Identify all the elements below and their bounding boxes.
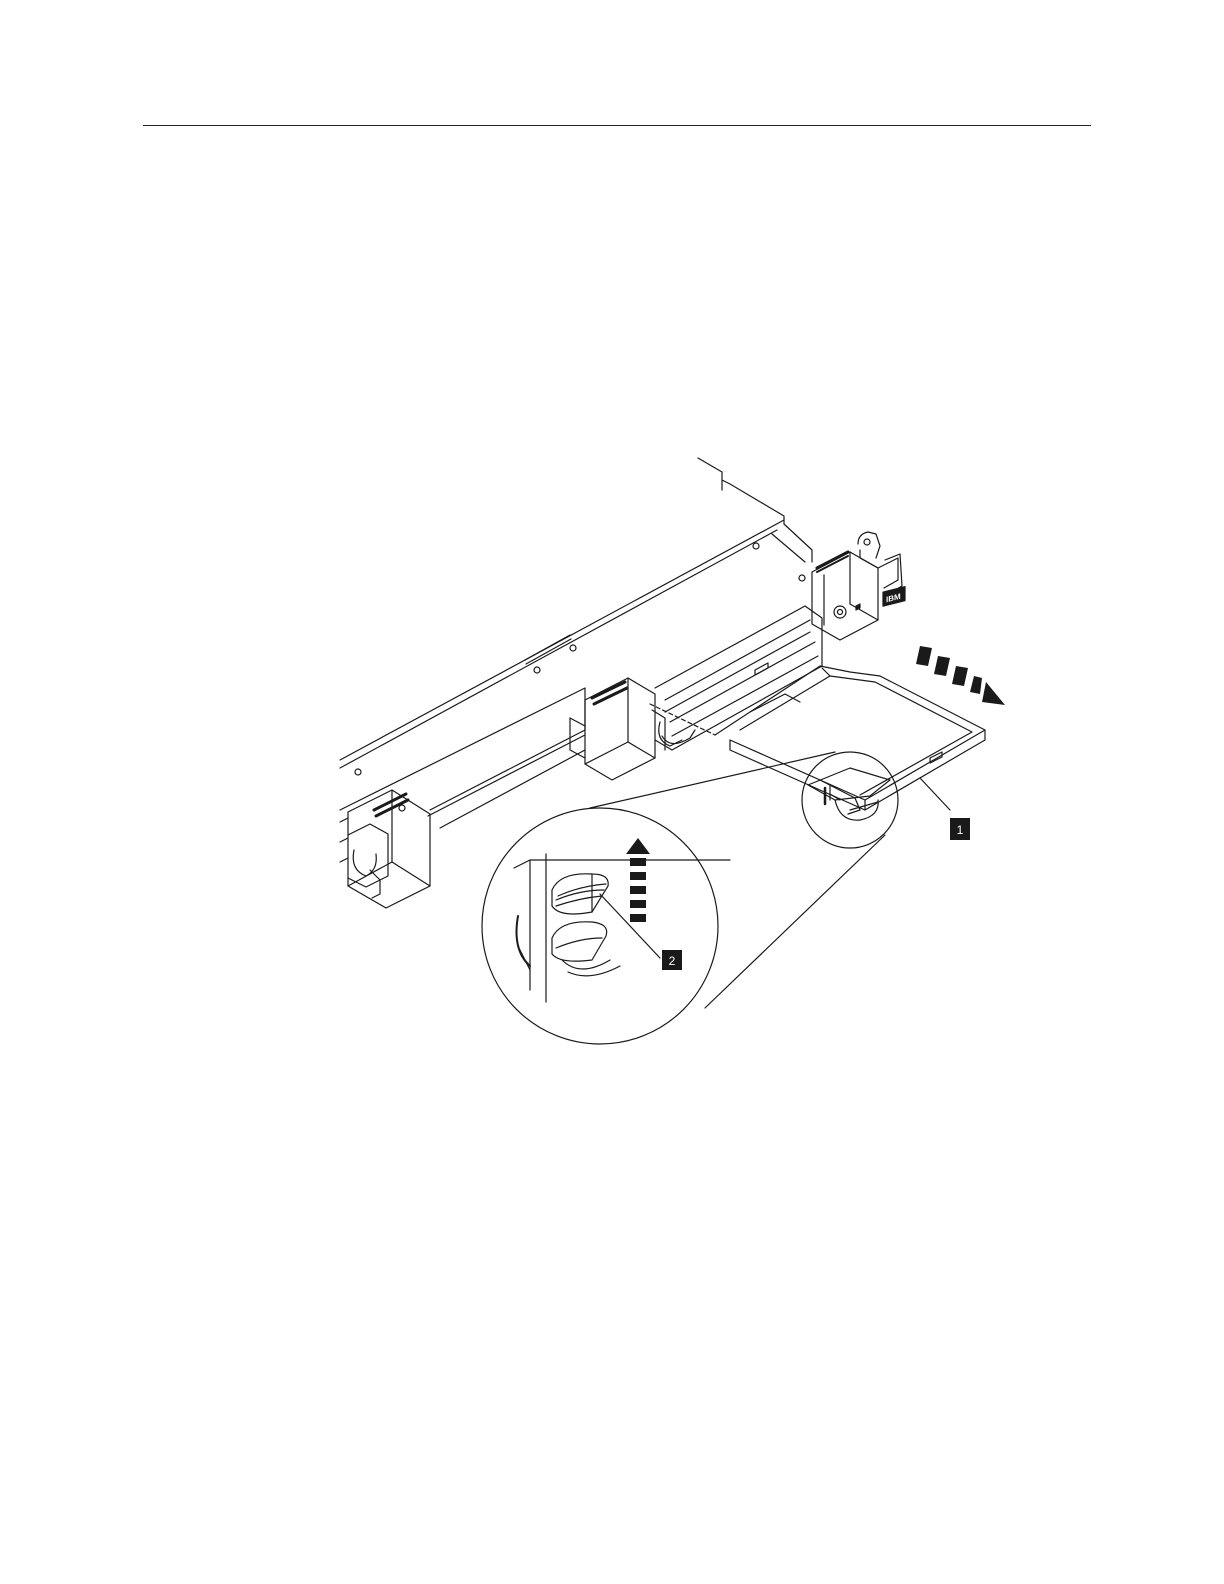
pull-direction-arrow (916, 646, 1005, 705)
rack-latch-right: IBM (858, 532, 905, 606)
zoom-connector-bottom (705, 835, 885, 1008)
cover-screw (570, 645, 576, 651)
callout-2: 2 (662, 950, 682, 970)
cover-screw (399, 805, 405, 811)
callout-1-label: 1 (957, 823, 964, 837)
lift-direction-arrow (626, 838, 650, 922)
detail-callout-small-circle (802, 752, 898, 848)
cover-screw (753, 543, 759, 549)
power-button (834, 606, 846, 618)
server-chassis: IBM (340, 458, 905, 908)
callout-1: 1 (950, 818, 970, 840)
cover-screw (799, 575, 805, 581)
detail-magnified-circle (482, 808, 730, 1044)
callout-2-label: 2 (669, 954, 676, 968)
optical-drive-bay (652, 606, 822, 750)
optical-drive-removal-illustration: IBM 1 (330, 450, 1020, 1060)
rack-latch-left (340, 790, 430, 908)
cover-screw (355, 769, 361, 775)
cover-screw (534, 667, 540, 673)
optical-drive (650, 666, 985, 814)
header-rule (143, 125, 1091, 126)
center-bezel-block (570, 678, 655, 780)
